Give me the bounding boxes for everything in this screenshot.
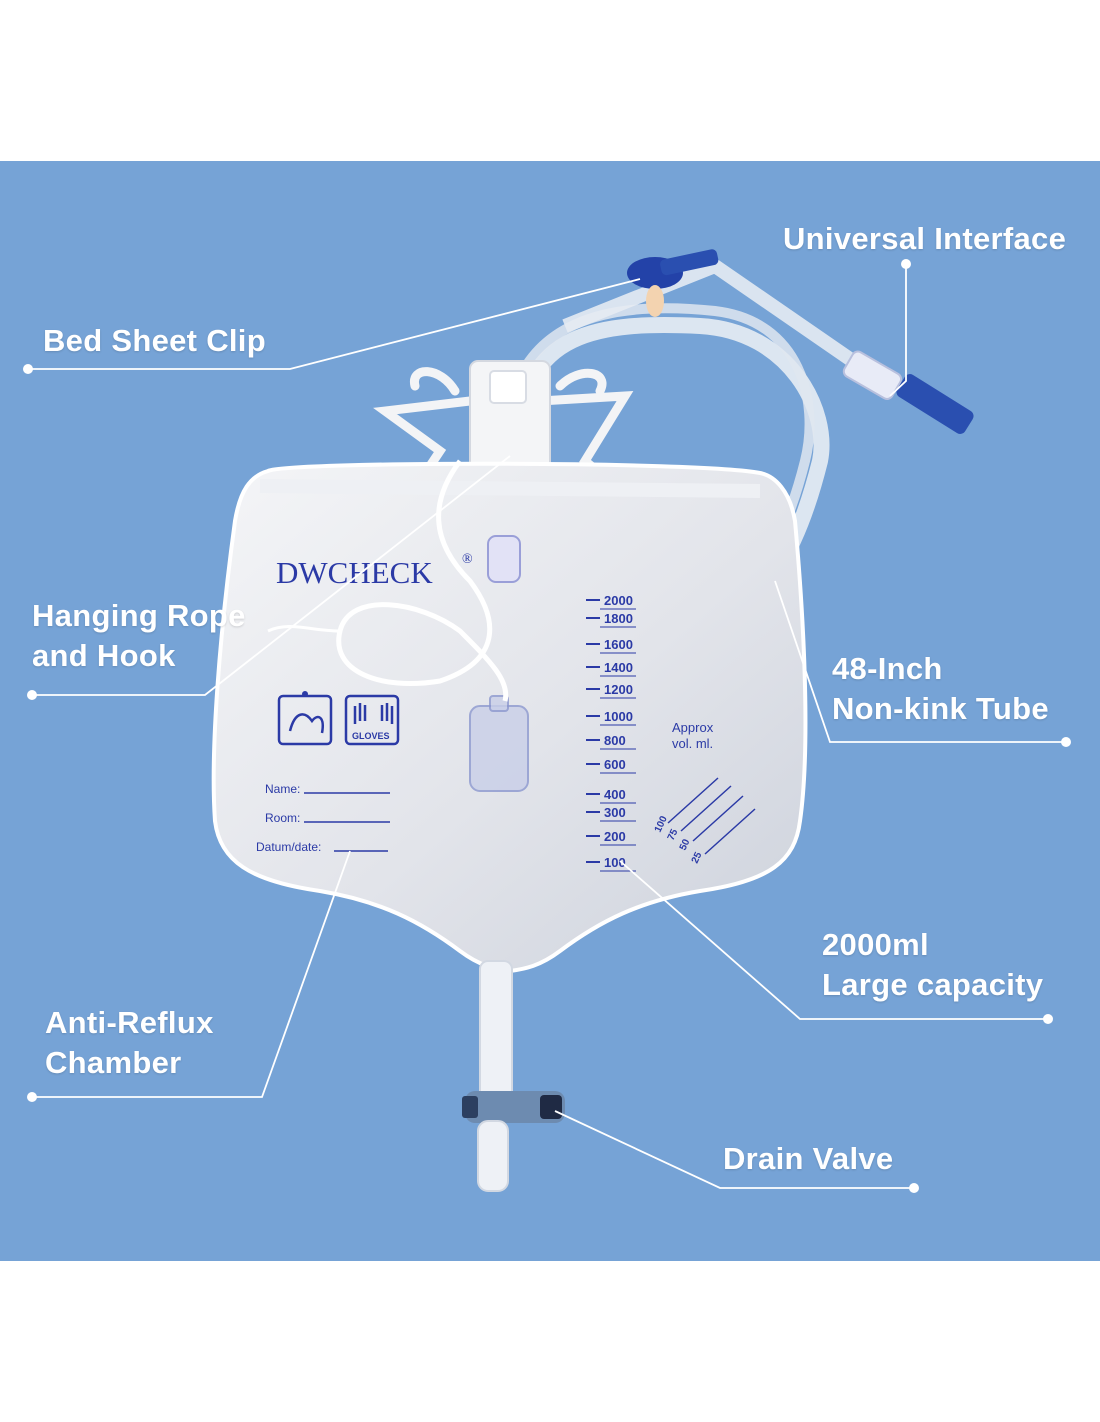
scale-label: 2000 xyxy=(604,593,633,608)
small-scale-tick xyxy=(680,785,732,832)
small-scale-tick xyxy=(692,795,744,842)
callout-anti-reflux-line2: Chamber xyxy=(45,1045,182,1080)
tube-straight xyxy=(562,258,864,372)
hand-wash-icon xyxy=(277,691,333,746)
volume-scale: 2000 1800 1600 1400 1200 1000 800 600 400 300 200 1… xyxy=(586,593,636,872)
callout-hanging-rope-line2: and Hook xyxy=(32,638,176,673)
scale-label: 300 xyxy=(604,805,626,820)
callout-tube: 48-Inch Non-kink Tube xyxy=(832,649,1049,729)
bed-sheet-clip xyxy=(627,249,719,317)
leader-dots xyxy=(23,259,1071,1193)
small-scale-label: 50 xyxy=(678,837,693,852)
urine-drainage-bag-illustration: DWCHECK ® GLOVES Name: Room: Datum/date:… xyxy=(23,249,1071,1193)
callout-capacity: 2000ml Large capacity xyxy=(822,925,1043,1005)
product-panel: DWCHECK ® GLOVES Name: Room: Datum/date:… xyxy=(0,161,1100,1261)
scale-label: 1800 xyxy=(604,611,633,626)
callout-drain-valve: Drain Valve xyxy=(723,1139,893,1179)
callout-bed-sheet-clip-line1: Bed Sheet Clip xyxy=(43,323,266,358)
callout-anti-reflux: Anti-Reflux Chamber xyxy=(45,1003,214,1083)
drain-valve xyxy=(462,1091,565,1123)
scale-label: 1400 xyxy=(604,660,633,675)
callout-drain-valve-line1: Drain Valve xyxy=(723,1141,894,1176)
date-field-label: Datum/date: xyxy=(256,840,321,854)
scale-label: 1200 xyxy=(604,682,633,697)
room-field-label: Room: xyxy=(265,811,300,825)
callout-anti-reflux-line1: Anti-Reflux xyxy=(45,1005,214,1040)
scale-label: 800 xyxy=(604,733,626,748)
drain-tip xyxy=(477,1120,509,1192)
hanging-rope xyxy=(336,459,509,702)
brand-name: DWCHECK xyxy=(276,555,433,590)
callout-capacity-line2: Large capacity xyxy=(822,967,1044,1002)
callout-universal-interface: Universal Interface xyxy=(783,219,1066,259)
small-scale-tick xyxy=(667,777,719,824)
callout-bed-sheet-clip: Bed Sheet Clip xyxy=(43,321,266,361)
outlet-tube xyxy=(479,960,513,1102)
universal-interface-connector xyxy=(842,350,974,434)
scale-label: 600 xyxy=(604,757,626,772)
name-field-label: Name: xyxy=(265,782,300,796)
callout-hanging-rope: Hanging Rope and Hook xyxy=(32,596,246,676)
scale-label: 1600 xyxy=(604,637,633,652)
callout-tube-line2: Non-kink Tube xyxy=(832,691,1049,726)
small-scale-label: 75 xyxy=(666,827,681,842)
callout-capacity-line1: 2000ml xyxy=(822,927,929,962)
tube-loop-outer xyxy=(512,317,830,584)
anti-reflux-chamber xyxy=(469,705,529,792)
registered-mark: ® xyxy=(462,552,473,567)
callout-tube-line1: 48-Inch xyxy=(832,651,943,686)
callout-universal-interface-line1: Universal Interface xyxy=(783,221,1067,256)
sampling-port xyxy=(487,535,521,583)
scale-label: 1000 xyxy=(604,709,633,724)
gloves-icon-text: GLOVES xyxy=(352,731,390,741)
approx-label-line2: vol. ml. xyxy=(672,736,713,751)
scale-label: 400 xyxy=(604,787,626,802)
scale-label: 100 xyxy=(604,855,626,870)
scale-label: 200 xyxy=(604,829,626,844)
approx-label-line1: Approx xyxy=(672,720,714,735)
small-scale-label: 25 xyxy=(690,850,705,865)
leader-lines xyxy=(28,264,1066,1189)
small-scale-tick xyxy=(704,808,756,855)
gloves-icon: GLOVES xyxy=(344,694,400,746)
callout-hanging-rope-line1: Hanging Rope xyxy=(32,598,246,633)
